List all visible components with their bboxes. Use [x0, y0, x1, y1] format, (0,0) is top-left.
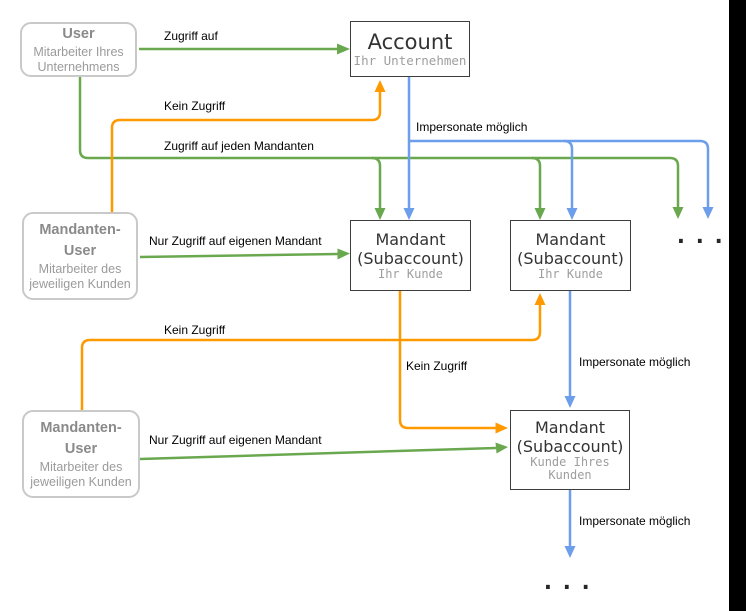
edge-zugriff-auf-jeden-mandanten — [78, 77, 684, 220]
arrowhead-blue-down — [564, 546, 576, 558]
edge-impersonate-top — [403, 77, 714, 220]
edge-kein-zugriff-low-line — [398, 291, 496, 430]
edge-impersonate-branch-mandant2-line — [563, 139, 574, 208]
node-mandant3-title-line2: (Subaccount) — [516, 436, 624, 456]
arrowhead-orange-up — [534, 293, 546, 305]
more-mandants-indicator-top: ... — [674, 223, 731, 249]
edge-nur-zugriff-mid-line — [139, 252, 339, 259]
edge-zugriff-jeden-main-line — [78, 77, 680, 208]
node-mandant2-title-line1: Mandant — [535, 229, 606, 249]
node-mandant1-title-line1: Mandant — [375, 229, 446, 249]
edge-zugriff-jeden-branch1-line — [371, 156, 382, 208]
node-mandant3-title-line1: Mandant — [534, 417, 606, 437]
node-mandant1-title-line2: (Subaccount) — [357, 248, 464, 268]
node-user-title: User — [62, 26, 95, 42]
node-mandanten-user-bottom-title-line2: User — [64, 441, 98, 457]
edge-kein-zugriff-mid-line — [80, 305, 542, 410]
node-mandanten-user-bottom-subtitle-line2: jeweiligen Kunden — [30, 475, 132, 489]
node-user: User Mitarbeiter Ihres Unternehmens — [20, 22, 137, 77]
node-mandant2-subtitle: Ihr Kunde — [537, 266, 604, 281]
edge-label-nur-zugriff-bottom: Nur Zugriff auf eigenen Mandant — [148, 433, 323, 447]
edge-label-impersonate-top: Impersonate möglich — [415, 120, 529, 134]
node-mandanten-user-bottom-title-line1: Mandanten- — [40, 420, 122, 436]
edge-label-nur-zugriff-mid: Nur Zugriff auf eigenen Mandant — [148, 234, 323, 248]
arrowhead-green-down — [374, 208, 386, 220]
node-mandant1-subtitle: Ihr Kunde — [377, 266, 444, 281]
edge-impersonate-mid — [564, 291, 576, 408]
arrowhead-green-right — [495, 442, 508, 454]
node-mandant-subaccount-1: Mandant (Subaccount) Ihr Kunde — [350, 220, 471, 291]
edge-nur-zugriff-bottom-line — [139, 446, 497, 461]
edge-label-kein-zugriff-top: Kein Zugriff — [163, 99, 227, 113]
node-mandanten-user-mid-title-line2: User — [63, 243, 97, 259]
arrowhead-blue-down — [564, 396, 576, 408]
edge-kein-zugriff-top — [110, 80, 386, 212]
node-user-subtitle-line2: Unternehmens — [37, 60, 120, 74]
node-mandant2-title-line2: (Subaccount) — [517, 248, 624, 268]
node-mandant3-subtitle-line1: Kunde Ihres — [530, 454, 610, 469]
edge-label-impersonate-mid: Impersonate möglich — [578, 355, 692, 369]
edge-zugriff-jeden-branch2-line — [531, 156, 542, 208]
node-account: Account Ihr Unternehmen — [350, 21, 470, 77]
arrowhead-blue-down — [403, 208, 415, 220]
arrowhead-green-right — [337, 248, 350, 260]
edge-kein-zugriff-mid — [80, 293, 546, 410]
edge-kein-zugriff-low — [398, 291, 508, 434]
node-mandanten-user-mid-title-line1: Mandanten- — [39, 222, 121, 238]
arrowhead-orange-up — [374, 80, 386, 92]
edge-label-kein-zugriff-low: Kein Zugriff — [405, 359, 469, 373]
edge-label-zugriff-jeden-mandanten: Zugriff auf jeden Mandanten — [163, 139, 315, 153]
edge-label-impersonate-bottom: Impersonate möglich — [578, 514, 692, 528]
arrowhead-blue-down — [702, 207, 714, 219]
edge-impersonate-bottom — [564, 490, 576, 558]
screen-edge-black-strip — [729, 0, 746, 611]
node-mandant3-subtitle-line2: Kunden — [548, 468, 592, 482]
edge-label-kein-zugriff-mid: Kein Zugriff — [163, 323, 227, 337]
node-mandanten-user-mid-subtitle-line1: Mitarbeiter des — [38, 262, 122, 276]
node-user-subtitle-line1: Mitarbeiter Ihres — [33, 45, 124, 59]
node-mandant-subaccount-3: Mandant (Subaccount) Kunde Ihres Kunden — [510, 410, 630, 490]
node-mandant-subaccount-2: Mandant (Subaccount) Ihr Kunde — [510, 220, 631, 291]
arrowhead-green-down — [534, 208, 546, 220]
node-mandanten-user-bottom: Mandanten- User Mitarbeiter des jeweilig… — [22, 410, 140, 498]
edge-impersonate-horizontal-line — [409, 139, 710, 207]
arrowhead-green-down — [672, 207, 684, 219]
arrowhead-blue-down — [566, 208, 578, 220]
node-account-title: Account — [367, 30, 453, 55]
node-mandanten-user-mid: Mandanten- User Mitarbeiter des jeweilig… — [22, 212, 138, 300]
more-mandants-indicator-bottom: ... — [541, 569, 598, 595]
edge-kein-zugriff-top-line — [110, 92, 382, 212]
node-mandanten-user-bottom-subtitle-line1: Mitarbeiter des — [39, 460, 123, 474]
node-account-subtitle: Ihr Unternehmen — [353, 53, 467, 69]
arrowhead-orange-right — [495, 422, 508, 434]
edge-zugriff-auf — [139, 43, 350, 55]
edge-nur-zugriff-bottom — [139, 442, 508, 461]
edge-label-zugriff-auf: Zugriff auf — [163, 29, 219, 43]
edge-nur-zugriff-mid — [139, 248, 350, 260]
node-mandanten-user-mid-subtitle-line2: jeweiligen Kunden — [29, 277, 131, 291]
arrowhead-green-right — [337, 43, 350, 55]
